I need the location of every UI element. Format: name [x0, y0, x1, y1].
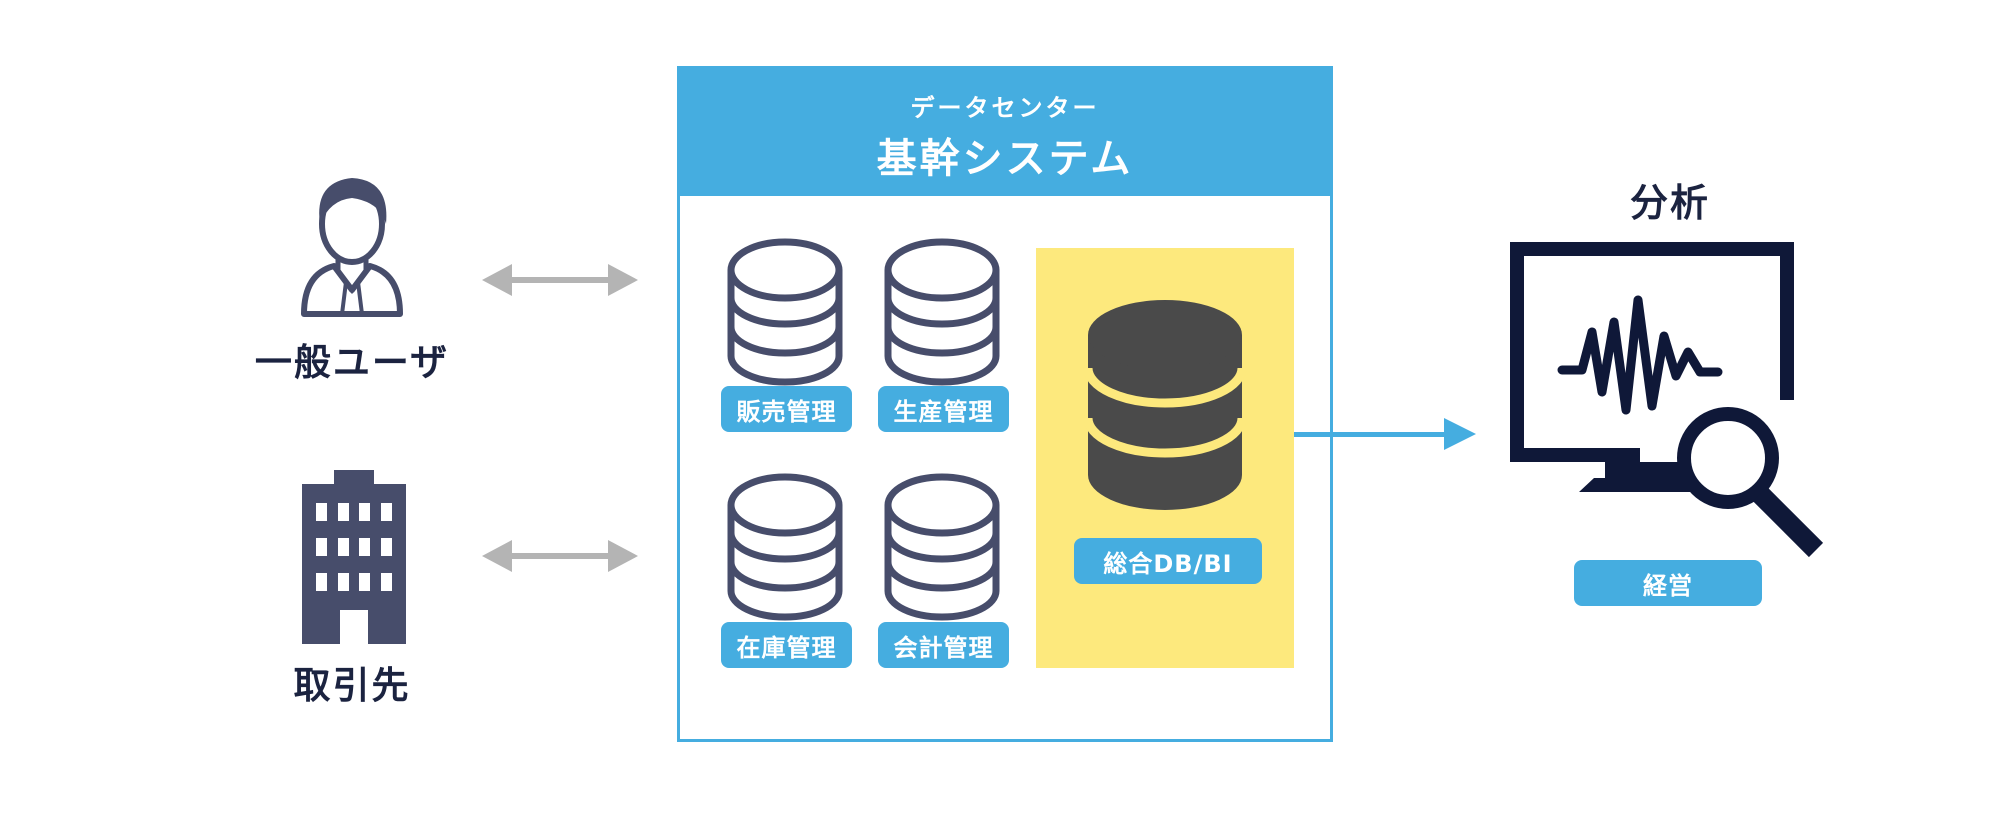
monitor-analysis-icon: [1510, 242, 1794, 492]
partner-label: 取引先: [293, 664, 411, 707]
general-user-label: 一般ユーザ: [254, 341, 450, 384]
magnifier-icon: [1677, 407, 1824, 558]
database-icon-sales: [731, 242, 839, 382]
data-center-title: 基幹システム: [876, 136, 1134, 182]
analysis-title: 分析: [1629, 181, 1710, 225]
module-accounting-pill: 会計管理: [878, 622, 1009, 668]
user-icon: [301, 178, 403, 317]
data-center-header: [677, 66, 1333, 196]
module-production-pill: 生産管理: [878, 386, 1009, 432]
user-sync-arrow: [482, 264, 638, 296]
database-icon-production: [888, 242, 996, 382]
integrated-db-pill: 総合DB/BI: [1074, 538, 1262, 584]
partner-sync-arrow: [482, 540, 638, 572]
integrated-database-icon: [1083, 300, 1247, 510]
module-sales-pill: 販売管理: [721, 386, 852, 432]
module-inventory-pill: 在庫管理: [721, 622, 852, 668]
building-icon: [302, 470, 406, 644]
database-icon-inventory: [731, 477, 839, 617]
database-icon-accounting: [888, 477, 996, 617]
management-pill: 経営: [1574, 560, 1762, 606]
data-center-subtitle: データセンター: [910, 94, 1100, 122]
analysis-arrow: [1294, 418, 1476, 450]
